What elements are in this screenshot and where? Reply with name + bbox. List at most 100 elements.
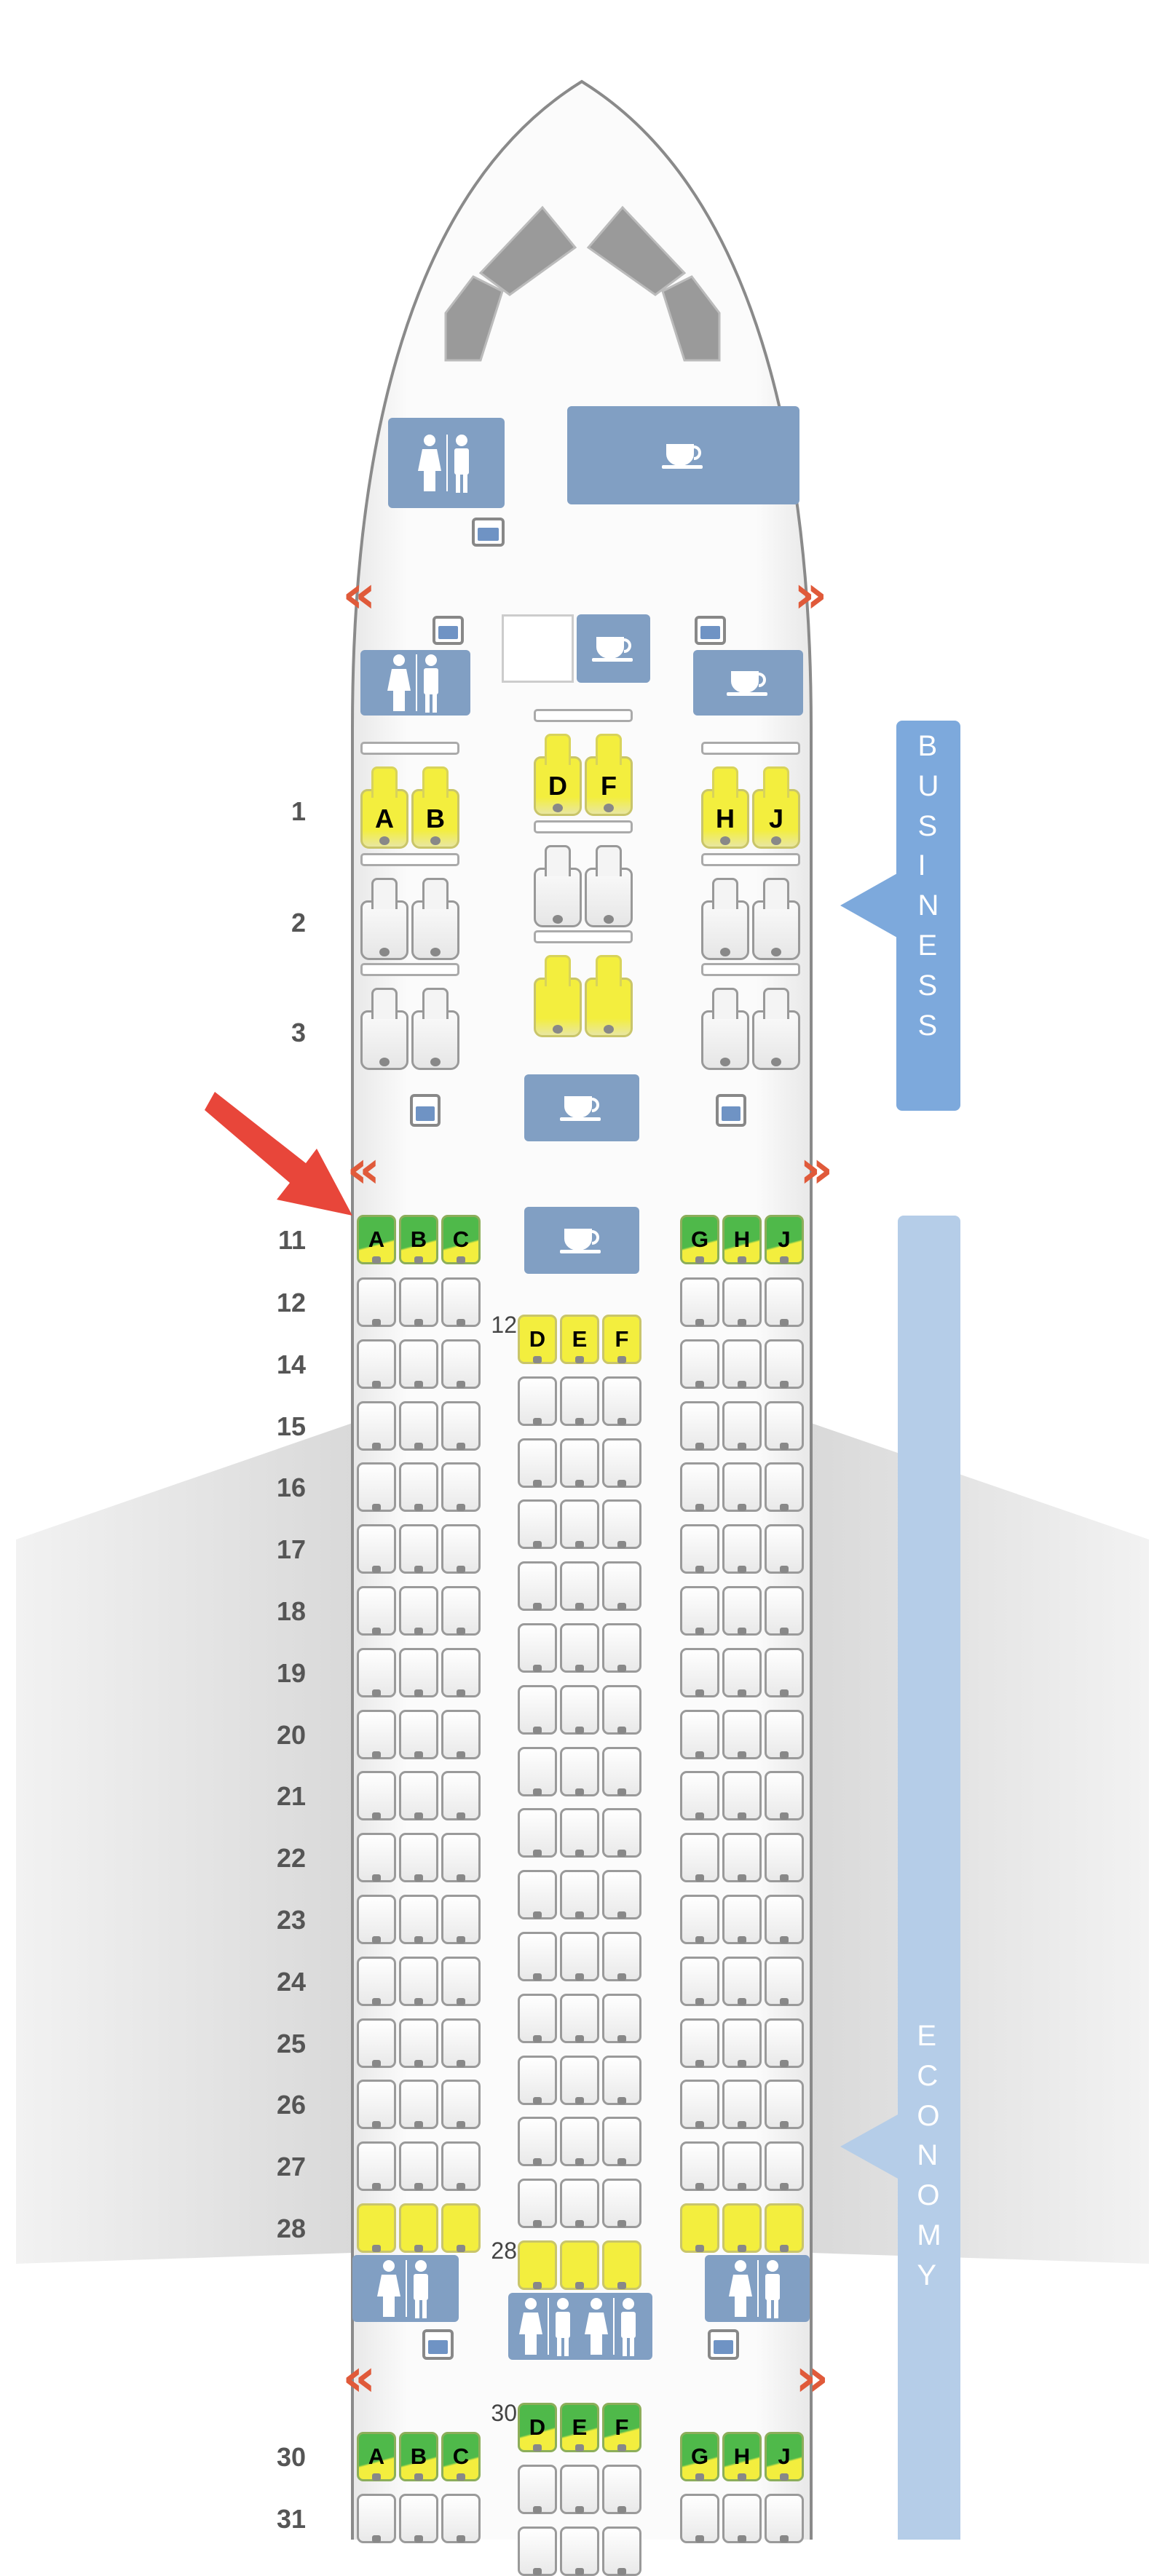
economy-seat[interactable] <box>680 2203 719 2253</box>
economy-seat[interactable] <box>441 2141 481 2192</box>
economy-seat[interactable] <box>560 2117 599 2167</box>
economy-seat[interactable] <box>602 1499 641 1550</box>
economy-seat[interactable] <box>399 1833 438 1883</box>
economy-seat[interactable] <box>602 1438 641 1488</box>
economy-seat[interactable] <box>722 1586 762 1636</box>
business-seat[interactable] <box>534 955 582 1037</box>
economy-seat[interactable] <box>680 2493 719 2543</box>
economy-seat[interactable]: D <box>518 1315 557 1364</box>
business-seat[interactable] <box>585 845 633 927</box>
economy-seat[interactable] <box>602 1684 641 1735</box>
economy-seat[interactable] <box>441 1462 481 1513</box>
economy-seat[interactable]: C <box>441 2432 481 2481</box>
economy-seat[interactable] <box>357 2493 396 2543</box>
economy-seat[interactable] <box>399 1709 438 1759</box>
economy-seat[interactable] <box>399 1339 438 1389</box>
economy-seat[interactable] <box>399 2080 438 2130</box>
economy-seat[interactable] <box>399 1277 438 1327</box>
economy-seat[interactable] <box>357 1833 396 1883</box>
economy-seat[interactable] <box>680 1400 719 1451</box>
economy-seat[interactable] <box>518 1499 557 1550</box>
economy-seat[interactable] <box>680 1339 719 1389</box>
economy-seat[interactable] <box>602 1561 641 1612</box>
economy-seat[interactable] <box>765 1895 804 1944</box>
economy-seat[interactable] <box>680 1895 719 1944</box>
economy-seat[interactable] <box>357 2018 396 2068</box>
economy-seat[interactable] <box>560 2179 599 2229</box>
economy-seat[interactable] <box>357 1771 396 1821</box>
economy-seat[interactable] <box>722 1339 762 1389</box>
economy-seat[interactable] <box>602 1746 641 1796</box>
economy-seat[interactable] <box>602 1623 641 1673</box>
economy-seat[interactable]: B <box>399 1215 438 1264</box>
economy-seat[interactable] <box>765 1462 804 1513</box>
economy-seat[interactable] <box>560 2055 599 2105</box>
economy-seat[interactable] <box>357 1895 396 1944</box>
economy-seat[interactable] <box>560 1746 599 1796</box>
economy-seat[interactable] <box>357 2080 396 2130</box>
economy-seat[interactable] <box>441 1771 481 1821</box>
economy-seat[interactable] <box>680 1647 719 1697</box>
economy-seat[interactable]: B <box>399 2432 438 2481</box>
economy-seat[interactable] <box>518 2055 557 2105</box>
economy-seat[interactable] <box>441 1895 481 1944</box>
economy-seat[interactable] <box>399 1895 438 1944</box>
economy-seat[interactable] <box>680 1833 719 1883</box>
economy-seat[interactable] <box>399 1647 438 1697</box>
economy-seat[interactable] <box>602 2464 641 2514</box>
economy-seat[interactable] <box>722 1833 762 1883</box>
economy-seat[interactable] <box>560 1376 599 1426</box>
economy-seat[interactable] <box>560 2240 599 2290</box>
economy-seat[interactable] <box>441 2493 481 2543</box>
economy-seat[interactable] <box>765 1647 804 1697</box>
economy-seat[interactable] <box>560 1499 599 1550</box>
business-seat[interactable] <box>411 988 459 1070</box>
economy-seat[interactable] <box>680 1586 719 1636</box>
economy-seat[interactable] <box>399 2493 438 2543</box>
economy-seat[interactable] <box>518 1376 557 1426</box>
business-seat[interactable] <box>360 988 408 1070</box>
economy-seat[interactable]: F <box>602 2403 641 2452</box>
economy-seat[interactable] <box>560 1870 599 1920</box>
economy-seat[interactable] <box>602 2055 641 2105</box>
business-seat[interactable]: J <box>752 766 800 849</box>
economy-seat[interactable] <box>560 2464 599 2514</box>
economy-seat[interactable] <box>357 1524 396 1574</box>
economy-seat[interactable] <box>680 1956 719 2006</box>
economy-seat[interactable]: E <box>560 1315 599 1364</box>
economy-seat[interactable] <box>680 2141 719 2192</box>
economy-seat[interactable] <box>722 2493 762 2543</box>
business-seat[interactable]: D <box>534 734 582 816</box>
economy-seat[interactable]: J <box>765 2432 804 2481</box>
economy-seat[interactable] <box>518 1993 557 2043</box>
economy-seat[interactable] <box>357 1462 396 1513</box>
economy-seat[interactable] <box>518 1623 557 1673</box>
economy-seat[interactable]: J <box>765 1215 804 1264</box>
economy-seat[interactable] <box>602 2240 641 2290</box>
economy-seat[interactable] <box>441 2018 481 2068</box>
economy-seat[interactable]: H <box>722 2432 762 2481</box>
economy-seat[interactable] <box>560 1438 599 1488</box>
business-seat[interactable] <box>585 955 633 1037</box>
economy-seat[interactable] <box>680 1709 719 1759</box>
economy-seat[interactable] <box>560 1993 599 2043</box>
economy-seat[interactable]: D <box>518 2403 557 2452</box>
economy-seat[interactable] <box>602 1376 641 1426</box>
economy-seat[interactable] <box>722 2080 762 2130</box>
economy-seat[interactable] <box>722 1462 762 1513</box>
economy-seat[interactable] <box>765 2493 804 2543</box>
economy-seat[interactable] <box>441 1339 481 1389</box>
economy-seat[interactable] <box>680 1524 719 1574</box>
economy-seat[interactable] <box>399 1586 438 1636</box>
economy-seat[interactable]: H <box>722 1215 762 1264</box>
economy-seat[interactable] <box>357 1956 396 2006</box>
business-seat[interactable] <box>752 988 800 1070</box>
economy-seat[interactable] <box>680 2018 719 2068</box>
economy-seat[interactable] <box>518 2526 557 2576</box>
economy-seat[interactable]: F <box>602 1315 641 1364</box>
economy-seat[interactable] <box>357 1400 396 1451</box>
economy-seat[interactable] <box>680 2080 719 2130</box>
economy-seat[interactable] <box>722 1771 762 1821</box>
economy-seat[interactable] <box>602 1932 641 1981</box>
economy-seat[interactable] <box>441 1524 481 1574</box>
